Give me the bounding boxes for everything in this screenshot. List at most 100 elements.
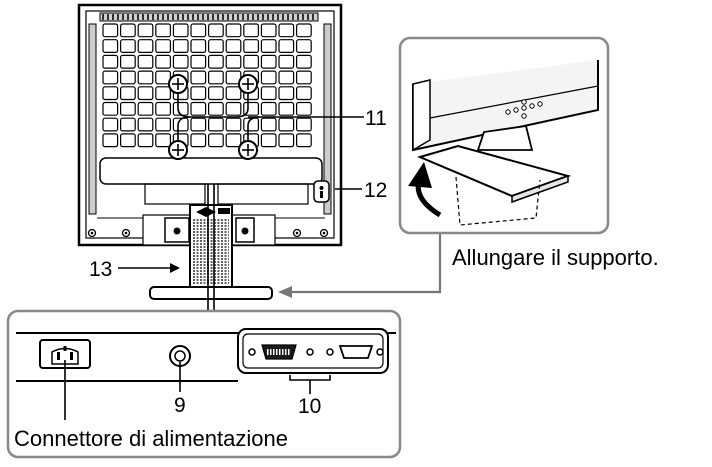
vent-cell [190,39,207,54]
front-button [505,109,511,115]
front-button [537,101,543,107]
vent-cell [155,133,172,148]
vent-cell [296,23,312,38]
top-vent-strip [99,12,319,22]
connector-callout [6,184,402,459]
vent-cell [260,39,277,54]
rear-recess-left [144,183,206,205]
vent-cell [137,39,154,54]
monitor-bezel-edge [412,79,431,152]
vent-cell [260,70,277,85]
label-11-leader-lines [177,93,364,141]
vent-cell [155,117,172,132]
vent-cell [102,86,119,101]
rear-recess-right [217,183,309,205]
vent-cell [278,86,295,101]
label-11: 11 [365,107,387,130]
dsub-screw-right [376,348,384,356]
front-buttons [505,99,543,119]
callout-pointer-line [288,234,442,294]
vent-cell [296,133,312,148]
vent-cell [190,23,207,38]
front-button [521,113,527,119]
vent-cell [102,101,119,116]
dvi-pin [273,349,275,355]
vent-cell [190,133,207,148]
vent-cell [172,54,189,69]
dvi-pin [276,349,278,355]
vent-cell [172,117,189,132]
front-button [513,107,519,113]
vent-cell [225,86,242,101]
front-button [529,103,535,109]
dvi-screw-right [306,348,314,356]
vent-cell [137,133,154,148]
vent-cell [278,133,295,148]
dsub-screw-left [326,348,334,356]
security-slot-key [320,191,323,198]
vent-cell [225,23,242,38]
label-13-arrow [170,263,180,273]
vent-cell [190,70,207,85]
hinge-left-screw [173,227,181,235]
vent-cell [260,86,277,101]
vent-cell [208,70,224,85]
vent-cell [296,117,312,132]
right-vent-strip [323,23,332,215]
callout-stand-base-edge [511,174,569,204]
dvi-pin [279,349,281,355]
top-vent-ticks [102,14,314,20]
vent-cell [260,117,277,132]
dvi-pin [270,349,272,355]
dsub-connector [338,345,374,359]
monitor-back [77,3,364,247]
vent-cell [119,54,136,69]
vent-cell [172,101,189,116]
vent-cell [155,70,172,85]
vent-cell [119,23,136,38]
vent-cell [208,133,224,148]
rear-vent-grid [102,23,312,148]
vent-cell [155,101,172,116]
vent-cell [225,117,242,132]
vent-cell [296,86,312,101]
vent-cell [208,23,224,38]
rear-screw [319,228,329,238]
dvi-screw-left [248,348,256,356]
vent-cell [119,117,136,132]
vent-cell [155,54,172,69]
vent-cell [190,101,207,116]
vent-cell [102,133,119,148]
vent-cell [296,54,312,69]
stand-caption: Allungare il supporto. [452,245,659,270]
vent-cell [190,86,207,101]
vent-cell [243,39,260,54]
label-10-leader-line [289,375,331,394]
vent-cell [137,70,154,85]
vent-cell [243,54,260,69]
vent-cell [278,101,295,116]
vent-cell [208,54,224,69]
dvi-pin [267,349,269,355]
vent-cell [172,23,189,38]
dvi-pin [285,349,287,355]
front-button [521,99,527,105]
stand-logo-mark [196,207,216,217]
security-slot-hole [319,186,324,190]
connector-panel-outline [99,157,323,185]
vent-cell [137,101,154,116]
vent-cell [260,23,277,38]
vent-cell [102,117,119,132]
label-12: 12 [364,179,387,202]
vent-cell [243,23,260,38]
vent-cell [278,117,295,132]
vent-cell [296,39,312,54]
label-10: 10 [298,395,321,418]
vent-cell [102,54,119,69]
vent-cell [119,70,136,85]
vent-cell [278,23,295,38]
vent-cell [155,86,172,101]
vent-cell [119,133,136,148]
